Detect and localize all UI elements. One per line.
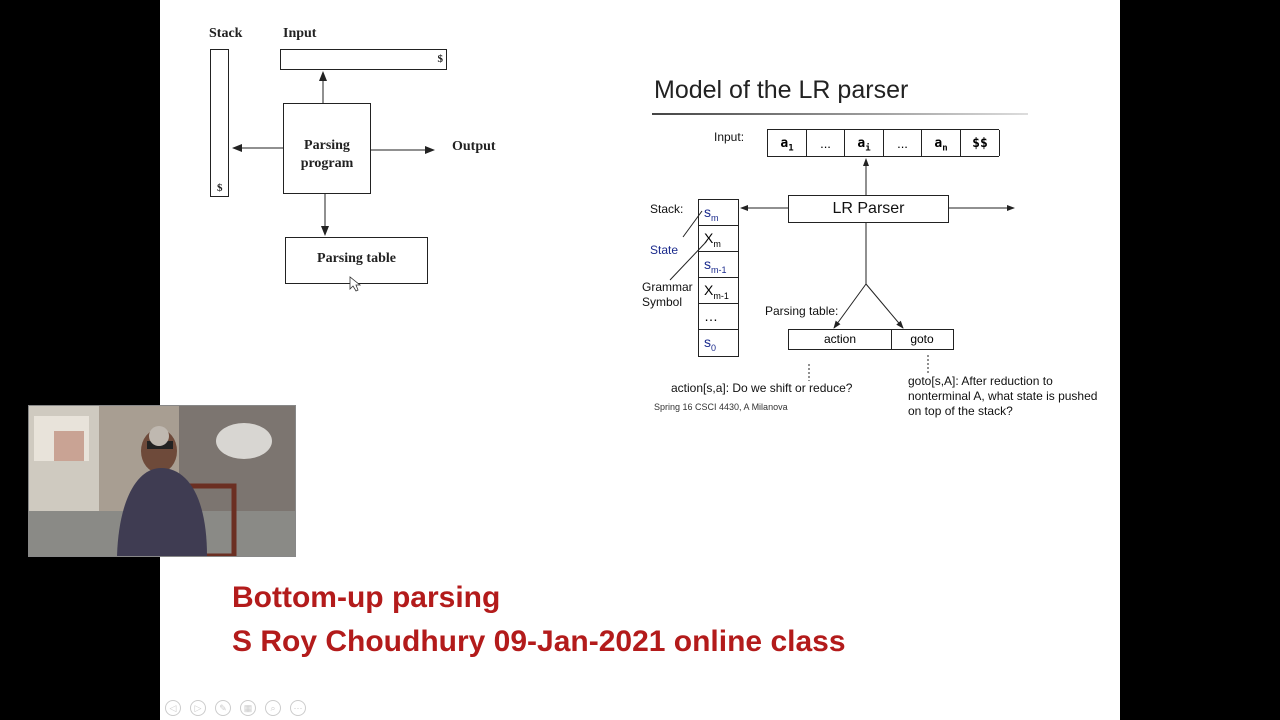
presenter-video-frame <box>29 406 295 556</box>
input-cell-ellipsis-1: ... <box>807 130 845 156</box>
parsing-program-box: Parsing program <box>283 103 371 194</box>
input-cell-ellipsis-2: ... <box>884 130 922 156</box>
input-label: Input <box>283 26 317 41</box>
lr-input-label: Input: <box>714 130 745 144</box>
parsing-table-label: Parsing table <box>317 251 396 266</box>
slides-grid-icon[interactable]: ▦ <box>240 700 256 716</box>
program-label-line2: program <box>300 156 354 171</box>
arrow-to-goto <box>865 283 904 329</box>
pen-icon[interactable]: ✎ <box>215 700 231 716</box>
program-label-line1: Parsing <box>304 138 350 153</box>
lr-input-tape: a1 ... ai ... an $$ <box>767 129 1000 157</box>
state-label: State <box>650 243 679 257</box>
parsing-table-colon-label: Parsing table: <box>765 304 839 318</box>
grammar-symbol-label-1: Grammar <box>642 280 693 294</box>
stack-cell-sm: sm <box>699 200 738 226</box>
stack-cell-xm-1: Xm-1 <box>699 278 738 304</box>
credit-text: Spring 16 CSCI 4430, A Milanova <box>654 402 788 412</box>
title-underline <box>652 113 1028 115</box>
stack-cell-sm-1: sm-1 <box>699 252 738 278</box>
output-label: Output <box>452 139 496 154</box>
mouse-cursor-icon <box>349 276 362 292</box>
action-note: action[s,a]: Do we shift or reduce? <box>671 381 853 395</box>
symbol-pointer-line <box>669 241 707 281</box>
input-cell-end: $$ <box>961 130 1000 156</box>
previous-slide-icon[interactable]: ◁ <box>165 700 181 716</box>
next-slide-icon[interactable]: ▷ <box>190 700 206 716</box>
webcam-video[interactable] <box>28 405 296 557</box>
goto-cell: goto <box>910 332 934 346</box>
input-cell-a1: a1 <box>768 130 807 156</box>
zoom-icon[interactable]: ⌕ <box>265 700 281 716</box>
lr-model-title: Model of the LR parser <box>654 76 909 104</box>
stack-box: $ <box>210 49 229 197</box>
stack-cell-ellipsis: … <box>699 304 738 330</box>
input-cell-ai: ai <box>845 130 884 156</box>
lr-parsing-table: action goto <box>788 329 954 350</box>
input-cell-an: an <box>922 130 961 156</box>
stack-bottom-marker: $ <box>217 182 223 194</box>
grammar-symbol-label-2: Symbol <box>642 295 683 309</box>
lr-stack: sm Xm sm-1 Xm-1 … s0 <box>698 199 739 357</box>
stack-cell-xm: Xm <box>699 226 738 252</box>
footer-title-line1: Bottom-up parsing <box>232 581 501 614</box>
state-pointer-line <box>682 210 703 238</box>
action-cell: action <box>789 330 892 349</box>
footer-title-line2: S Roy Choudhury 09-Jan-2021 online class <box>232 625 846 658</box>
lr-parser-box: LR Parser <box>788 195 949 223</box>
stack-label: Stack <box>209 26 243 41</box>
input-tape: $ <box>280 49 447 70</box>
more-options-icon[interactable]: ⋯ <box>290 700 306 716</box>
input-end-marker: $ <box>437 53 444 65</box>
arrow-to-action <box>833 283 867 329</box>
lr-stack-label: Stack: <box>650 202 684 216</box>
goto-note: goto[s,A]: After reduction to nontermina… <box>908 374 1098 418</box>
stack-cell-s0: s0 <box>704 334 717 353</box>
